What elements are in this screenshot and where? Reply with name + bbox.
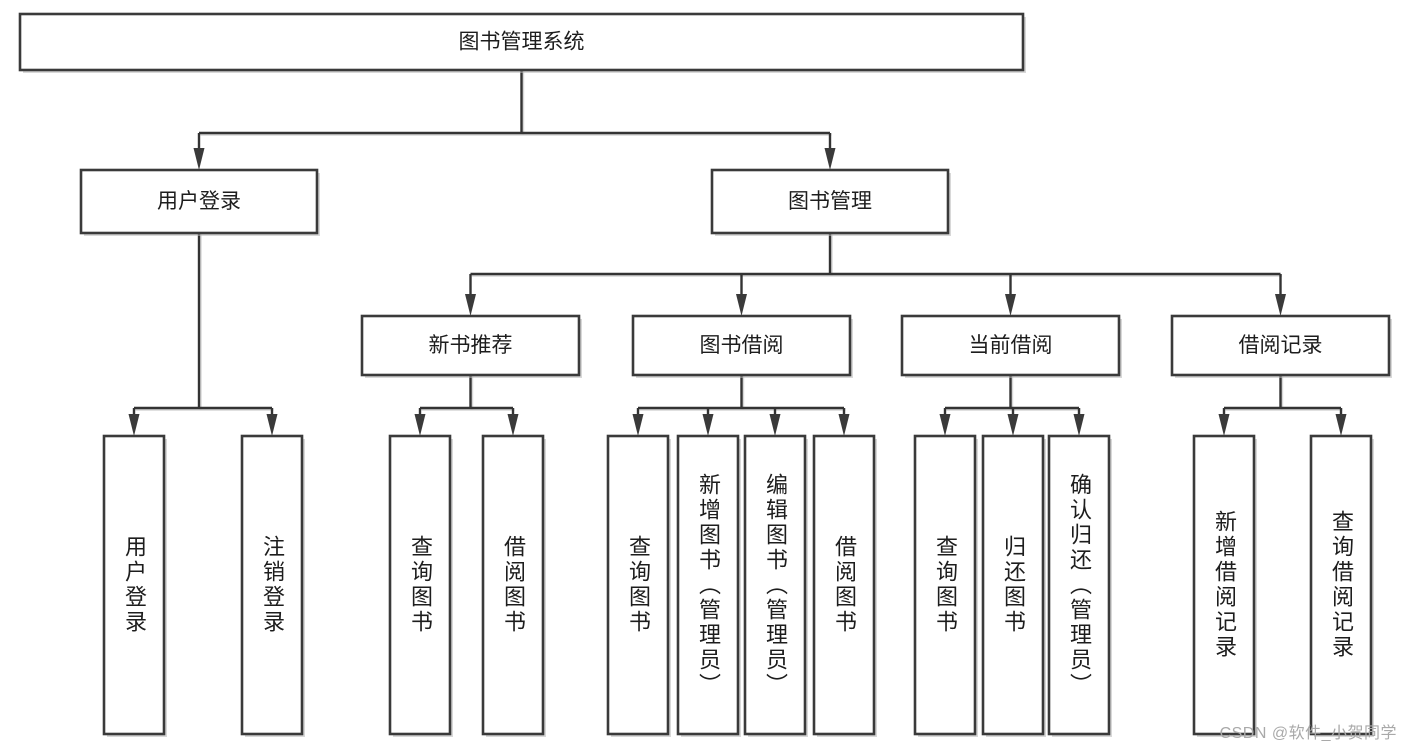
edge-group-current-borrow [939, 375, 1085, 436]
edge-group-book-borrow [632, 375, 850, 436]
node-leaf-user-login[interactable] [102, 434, 167, 737]
node-leaf-rec-borrow[interactable] [481, 434, 546, 737]
node-label-user-login: 用户登录 [157, 190, 241, 213]
edge-group-user-login [128, 233, 278, 436]
node-leaf-br-query[interactable] [1309, 434, 1374, 737]
edge-group-root [193, 70, 836, 170]
node-label-borrow-record: 借阅记录 [1239, 334, 1323, 357]
node-leaf-bb-borrow[interactable] [812, 434, 877, 737]
edge-group-borrow-record [1218, 375, 1347, 436]
node-label-new-book-rec: 新书推荐 [429, 334, 513, 357]
node-current-borrow[interactable] [900, 314, 1122, 378]
edge-group-book-manage [465, 233, 1286, 316]
csdn-watermark: CSDN @软件_小贺同学 [1219, 725, 1397, 742]
node-layer [18, 12, 1392, 737]
node-label-current-borrow: 当前借阅 [969, 334, 1053, 357]
edge-group-new-book-rec [414, 375, 519, 436]
node-leaf-cb-query[interactable] [913, 434, 978, 737]
edge-layer [128, 70, 1347, 436]
node-book-borrow[interactable] [631, 314, 853, 378]
node-book-manage[interactable] [710, 168, 951, 236]
node-leaf-cb-confirm[interactable] [1047, 434, 1112, 737]
node-leaf-cb-return[interactable] [981, 434, 1046, 737]
node-leaf-br-add[interactable] [1192, 434, 1257, 737]
node-leaf-user-logout[interactable] [240, 434, 305, 737]
node-label-root: 图书管理系统 [459, 31, 585, 54]
node-label-book-manage: 图书管理 [788, 190, 872, 213]
node-leaf-bb-edit[interactable] [743, 434, 808, 737]
node-leaf-bb-add[interactable] [676, 434, 741, 737]
node-leaf-rec-query[interactable] [388, 434, 453, 737]
node-root[interactable] [18, 12, 1026, 73]
node-label-book-borrow: 图书借阅 [700, 334, 784, 357]
node-user-login[interactable] [79, 168, 320, 236]
node-borrow-record[interactable] [1170, 314, 1392, 378]
node-new-book-rec[interactable] [360, 314, 582, 378]
node-leaf-bb-query[interactable] [606, 434, 671, 737]
